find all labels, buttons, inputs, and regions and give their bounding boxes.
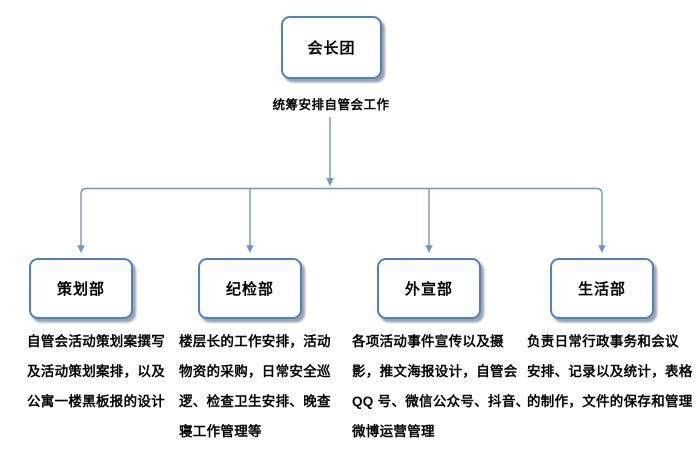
dept-desc-line: 自管会活动策划案撰写 <box>27 334 165 349</box>
arrow-down-icon <box>326 178 334 186</box>
dept-desc-line: QQ 号、微信公众号、抖音、 <box>352 394 530 409</box>
node-discipline-dept-label: 纪检部 <box>225 281 274 298</box>
dept-desc-line: 安排、记录以及统计，表格 <box>527 364 693 379</box>
planning-dept-description: 自管会活动策划案撰写 及活动策划案排，以及 公寓一楼黑板报的设计 <box>27 327 165 417</box>
discipline-dept-description: 楼层长的工作安排，活动 物资的采购，日常安全巡 逻、检查卫生安排、晚查 寝工作管… <box>179 327 331 447</box>
dept-desc-line: 逻、检查卫生安排、晚查 <box>179 394 331 409</box>
node-president-team-label: 会长团 <box>307 40 356 57</box>
node-planning-dept: 策划部 <box>29 258 133 319</box>
dept-desc-line: 物资的采购，日常安全巡 <box>179 364 331 379</box>
dept-desc-line: 公寓一楼黑板报的设计 <box>27 394 165 409</box>
dept-desc-line: 楼层长的工作安排，活动 <box>179 334 331 349</box>
arrow-down-icon <box>77 245 85 253</box>
life-dept-description: 负责日常行政事务和会议 安排、记录以及统计，表格 的制作，文件的保存和管理 <box>527 327 693 417</box>
dept-desc-line: 各项活动事件宣传以及摄 <box>352 334 504 349</box>
node-life-dept: 生活部 <box>550 258 654 319</box>
dept-desc-line: 负责日常行政事务和会议 <box>527 334 679 349</box>
node-publicity-dept-label: 外宣部 <box>404 281 453 298</box>
publicity-dept-description: 各项活动事件宣传以及摄 影，推文海报设计，自管会 QQ 号、微信公众号、抖音、 … <box>352 327 529 447</box>
dept-desc-line: 及活动策划案排，以及 <box>27 364 165 379</box>
bus-line <box>80 187 603 246</box>
root-caption: 统筹安排自管会工作 <box>272 98 390 112</box>
node-planning-dept-label: 策划部 <box>56 281 105 298</box>
node-publicity-dept: 外宣部 <box>377 258 481 319</box>
node-president-team: 会长团 <box>281 16 382 79</box>
arrow-down-icon <box>598 245 606 253</box>
arrow-down-icon <box>246 245 254 253</box>
dept-desc-line: 影，推文海报设计，自管会 <box>352 364 518 379</box>
dept-desc-line: 微博运营管理 <box>352 424 435 439</box>
arrow-down-icon <box>425 245 433 253</box>
dept-desc-line: 寝工作管理等 <box>179 424 262 439</box>
node-life-dept-label: 生活部 <box>577 281 626 298</box>
node-discipline-dept: 纪检部 <box>198 258 302 319</box>
dept-desc-line: 的制作，文件的保存和管理 <box>527 394 693 409</box>
